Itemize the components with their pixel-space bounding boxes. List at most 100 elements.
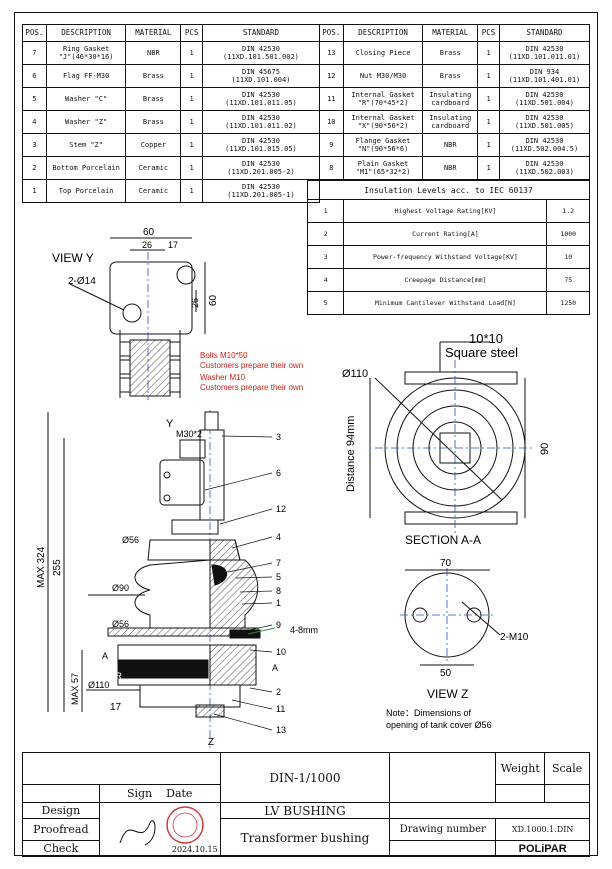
- parts-cell-std: DIN 42530 (11XD.101.011.05): [202, 87, 320, 111]
- parts-cell-mat: NBR: [422, 156, 479, 180]
- view-y-label: VIEW Y: [52, 251, 94, 265]
- max-57: MAX 57: [70, 673, 80, 705]
- date-value: 2024.10.15: [171, 845, 218, 854]
- note-washer-customer: Customers prepare their own: [200, 383, 303, 392]
- callout-leader: [213, 713, 273, 731]
- parts-cell-desc: Closing Piece: [342, 41, 424, 65]
- date-label: Date: [166, 787, 193, 800]
- scale-label: Scale: [544, 752, 590, 785]
- thread-m30: M30*2: [176, 429, 202, 439]
- insulation-cell-name: Minimum Cantilever Withstand Load[N]: [343, 291, 548, 315]
- parts-cell-desc: Internal Gasket "R"(70*45*2): [342, 87, 424, 111]
- callout-number: 8: [276, 586, 281, 596]
- distance-94: Distance 94mm: [345, 416, 357, 492]
- bushing-logo: POLiPAR: [84, 671, 122, 681]
- callout-number: 7: [276, 558, 281, 568]
- parts-cell-pos: 5: [22, 87, 47, 111]
- note-washer: Washer M10: [200, 373, 246, 382]
- callout-leader: [221, 435, 273, 438]
- dim-17: 17: [168, 240, 178, 250]
- gap-4-8mm: 4-8mm: [290, 625, 318, 635]
- parts-cell-desc: Internal Gasket "X"(90*56*2): [342, 110, 424, 134]
- bushing-assembly: [47, 410, 261, 748]
- view-z: [400, 568, 501, 666]
- dia-56-bottom: Ø56: [112, 619, 129, 629]
- callout-number: 9: [276, 620, 281, 630]
- callout-leader: [241, 602, 273, 605]
- parts-cell-pos: 13: [318, 41, 344, 65]
- callout-leader: [204, 472, 273, 491]
- hole-label-2-d14: 2-Ø14: [68, 276, 96, 287]
- callout-leader: [249, 687, 273, 693]
- view-y-flag: [69, 237, 206, 400]
- parts-cell-std: DIN 42530 (11XD.101.501.002): [202, 41, 320, 65]
- note-bolts-customer: Customers prepare their own: [200, 361, 303, 370]
- parts-cell-mat: NBR: [125, 41, 182, 65]
- callout-number: 4: [276, 532, 281, 542]
- label-2-m10: 2-M10: [500, 632, 529, 643]
- view-z-note-1: Note：Dimensions of: [386, 708, 472, 718]
- section-mark-a-left: A: [102, 651, 108, 661]
- insulation-cell-val: 75: [546, 268, 590, 292]
- dim-60-top: 60: [143, 227, 155, 238]
- parts-cell-std: DIN 42530 (11XD.501.005): [498, 110, 591, 134]
- callout-leader: [231, 536, 273, 549]
- dim-26: 26: [142, 240, 152, 250]
- parts-cell-std: DIN 42530 (11XD.502.003): [498, 156, 591, 180]
- insulation-cell-val: 10: [546, 245, 590, 269]
- insulation-cell-n: 5: [306, 291, 345, 315]
- drawing-number: XD.1000.1.DIN: [495, 818, 590, 841]
- dia-110-main: Ø110: [88, 680, 109, 690]
- parts-cell-pos: 11: [318, 87, 344, 111]
- insulation-cell-val: 1000: [546, 222, 590, 246]
- dim-255: 255: [52, 559, 63, 576]
- parts-cell-desc: Ring Gasket "J"(46*30*16): [45, 41, 127, 65]
- callout-leader: [249, 649, 273, 653]
- parts-cell-mat: Brass: [125, 64, 182, 88]
- insulation-cell-n: 1: [306, 199, 345, 223]
- callout-leader: [239, 624, 273, 633]
- parts-cell-std: DIN 42530 (11XD.201.005-2): [202, 156, 320, 180]
- weight-label: Weight: [495, 752, 546, 785]
- proofread-label: Proofread: [22, 818, 100, 841]
- parts-cell-mat: Ceramic: [125, 156, 182, 180]
- parts-cell-pos: 9: [318, 133, 344, 157]
- insulation-cell-name: Power-frequency Withstand Voltage[KV]: [343, 245, 548, 269]
- dim-70: 70: [440, 558, 452, 569]
- signature-and-stamp: [119, 806, 204, 846]
- brand-logo: POLiPAR: [495, 840, 590, 857]
- parts-cell-desc: Flange Gasket "N"(90*56*6): [342, 133, 424, 157]
- view-z-label: VIEW Z: [427, 687, 468, 701]
- y-arrow-label: Y: [166, 418, 174, 430]
- dim-90-section: 90: [539, 443, 551, 455]
- parts-cell-mat: Brass: [422, 41, 479, 65]
- insulation-cell-val: 1.2: [546, 199, 590, 223]
- title-block: DIN-1/1000 Weight Scale Sign Date Design…: [22, 752, 590, 857]
- sign-label: Sign: [126, 787, 153, 800]
- z-arrow-label: Z: [208, 737, 214, 748]
- callout-number: 10: [276, 647, 286, 657]
- gap-leader: [247, 627, 276, 635]
- parts-cell-pos: 8: [318, 156, 344, 180]
- callout-leader: [227, 562, 273, 573]
- square-steel-size: 10*10: [469, 331, 503, 346]
- parts-cell-mat: Copper: [125, 133, 182, 157]
- section-aa-view: [369, 341, 535, 535]
- parts-cell-pos: 7: [22, 41, 47, 65]
- max-324: MAX 324: [36, 546, 47, 588]
- dim-50: 50: [440, 668, 452, 679]
- callout-leader: [231, 699, 273, 710]
- callout-leader: [239, 590, 273, 593]
- dim-17-bottom: 17: [110, 702, 122, 713]
- drawing-number-label: Drawing number: [389, 818, 497, 841]
